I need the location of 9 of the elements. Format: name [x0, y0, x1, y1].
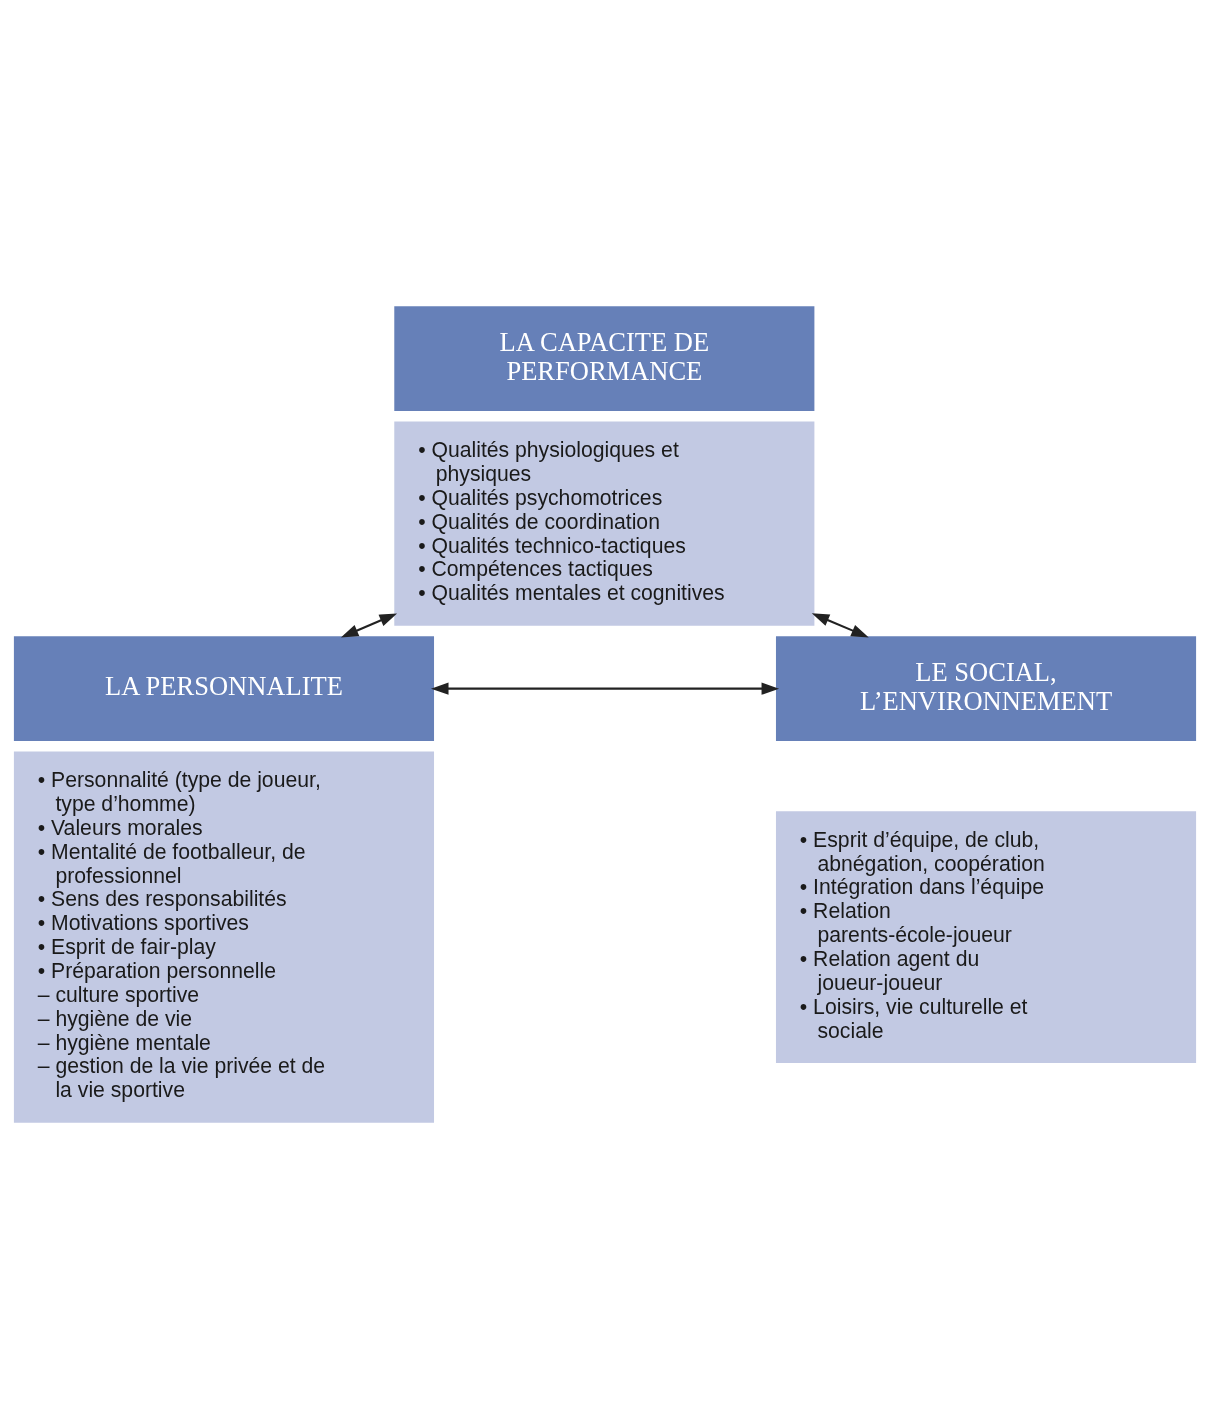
node-box: LA CAPACITE DE PERFORMANCE	[394, 305, 815, 411]
node-box: • Personnalité (type de joueur, type d’homme) • Valeurs morales • Mentalité de footballeur, de professionnel • Sens des responsabilités • Motivations sportives • Esprit de fair-play • Préparation personnelle – culture sportive – hygiène de vie – hygiène mentale – gestion de la vie privée et de la vie sportive	[13, 751, 435, 1123]
node-box: LE SOCIAL, L’ENVIRONNEMENT	[775, 635, 1197, 741]
node-box: LA PERSONNALITE	[13, 635, 435, 741]
arrow	[340, 612, 398, 637]
node-box: • Esprit d’équipe, de club, abnégation, coopération • Intégration dans l’équipe • Relation parents-école-joueur • Relation agent du joueur-joueur • Loisirs, vie culturelle et sociale	[775, 810, 1197, 1063]
arrow	[811, 612, 869, 637]
arrow	[431, 682, 780, 695]
node-box: • Qualités physiologiques et physiques • Qualités psychomotrices • Qualités de coordination • Qualités technico-tactiques • Compétences tactiques • Qualités mentales et cognitives	[394, 421, 815, 626]
